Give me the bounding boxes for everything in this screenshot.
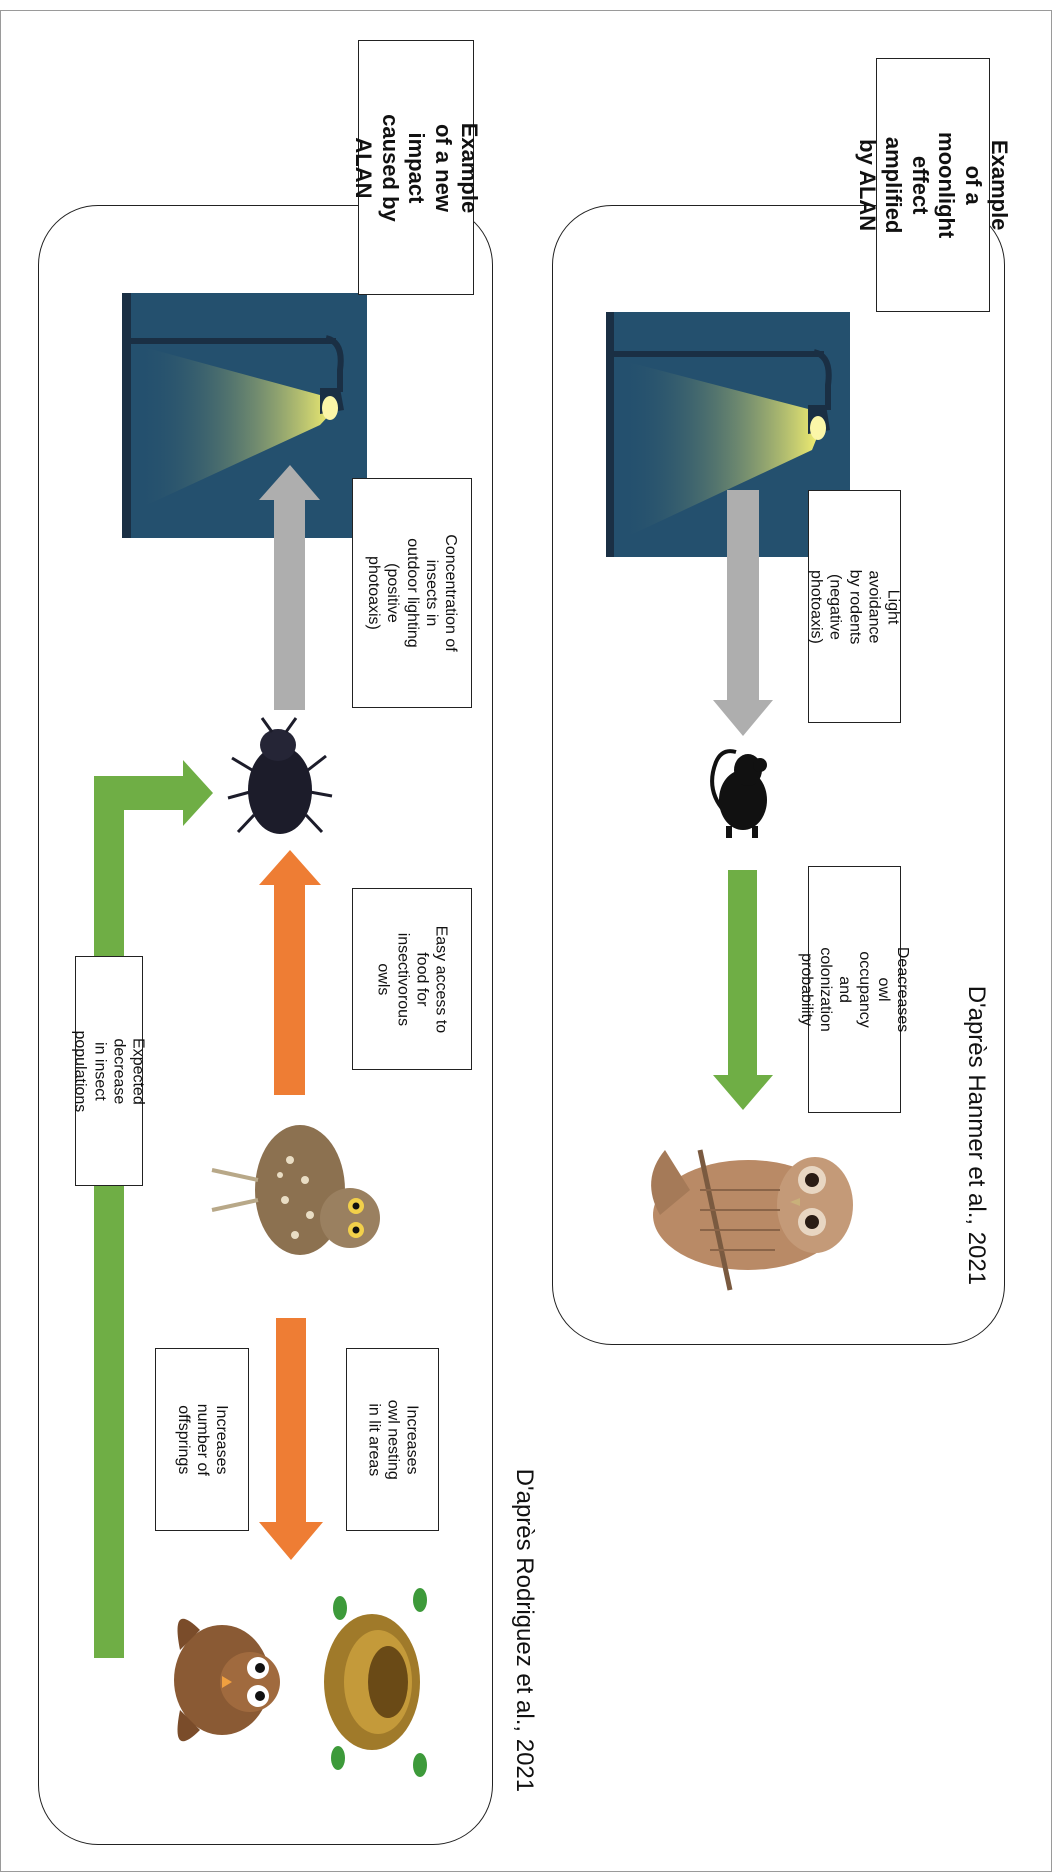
top-panel-title: Example of a moonlight effect amplified … [855,58,1012,312]
burrowing-owl-icon [211,1125,380,1255]
arrow-gray-up-bottom [259,465,320,710]
label-insect-decline: Expected decrease in insect populations [72,956,146,1186]
label-owl-occupancy: Deacreases owl occupancy and colonizatio… [798,866,911,1113]
label-owl-nesting: Increases owl nesting in lit areas [346,1348,439,1531]
credit-hanmer: D'après Hanmer et al., 2021 [963,985,991,1285]
barred-owl-icon [651,1149,853,1291]
bottom-panel-title: Example of a new impact caused by ALAN [351,40,482,295]
street-lamp-icon-bottom [122,293,367,538]
figure-frame [0,10,1052,1872]
beetle-icon [227,717,333,834]
label-light-avoidance: Light avoidance by rodents (negative pho… [808,490,901,723]
arrow-orange-up-bottom [259,850,321,1095]
owlet-icon [174,1618,280,1742]
label-easy-access: Easy access to food for insectivorous ow… [352,888,472,1070]
credit-rodriguez: D'après Rodriguez et al., 2021 [511,1468,539,1792]
arrow-gray-down-top [713,490,773,736]
label-offspring: Increases number of offsprings [155,1348,249,1531]
rodent-icon [710,749,767,838]
arrow-green-down-top [713,870,773,1110]
arrow-orange-down-bottom [259,1318,323,1560]
label-insect-concentration: Concentration of insects in outdoor ligh… [352,478,472,708]
nest-icon [324,1588,427,1777]
